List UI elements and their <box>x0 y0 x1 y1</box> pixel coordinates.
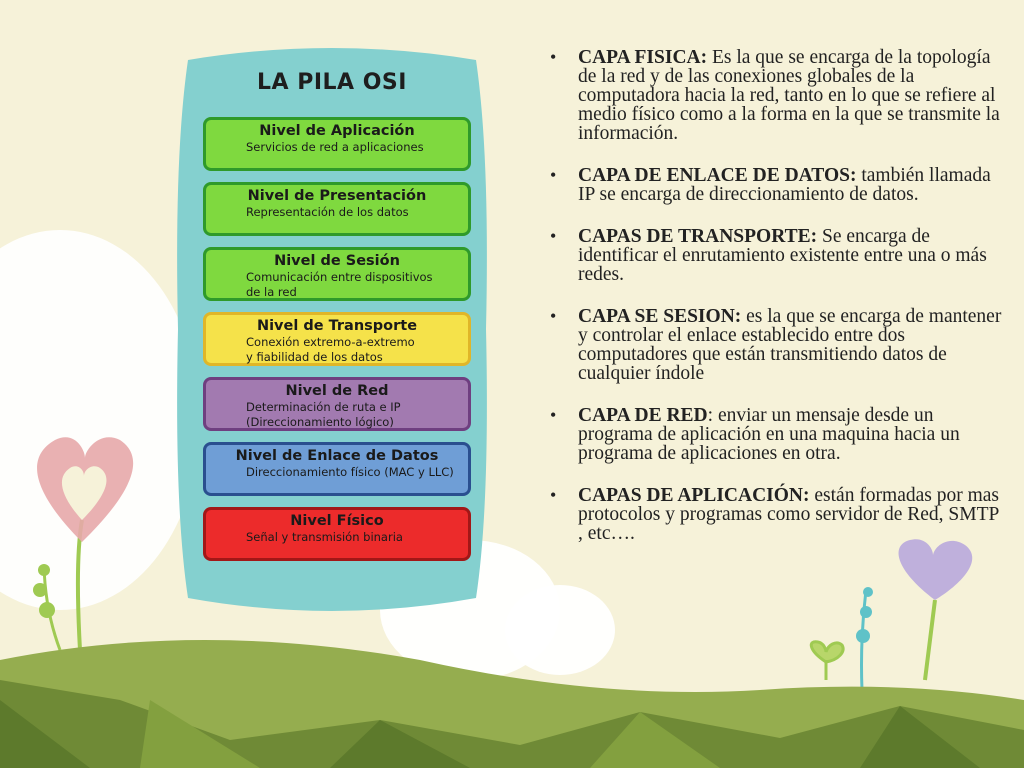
bullet-capa-red: • CAPA DE RED: enviar un mensaje desde un… <box>548 405 1008 464</box>
osi-layer-name: Nivel de Transporte <box>256 318 418 334</box>
osi-layer-name: Nivel de Sesión <box>274 253 400 269</box>
bullet-capas-transporte: • CAPAS DE TRANSPORTE: Se encarga de iden… <box>548 226 1008 285</box>
hill-front <box>0 680 1024 768</box>
bullet-dot: • <box>550 226 557 246</box>
cloud-left <box>0 230 200 610</box>
cloud-center-small <box>505 585 615 675</box>
osi-layer-description: Comunicación entre dispositivos <box>246 270 433 284</box>
bullet-text: también llamada IP se encarga de direcci… <box>578 165 991 205</box>
osi-layer-description: Conexión extremo-a-extremo <box>246 335 415 349</box>
osi-layer-description: Servicios de red a aplicaciones <box>246 140 424 154</box>
bullet-capas-aplicacion: • CAPAS DE APLICACIÓN: están formadas por… <box>548 485 1008 544</box>
bullet-title: CAPA FISICA: <box>578 47 708 68</box>
osi-stack-title: LA PILA OSI <box>257 70 407 95</box>
purple-heart-flower <box>898 539 973 600</box>
bullet-title: CAPAS DE TRANSPORTE: <box>578 226 818 247</box>
osi-layer-description: Determinación de ruta e IP <box>246 400 401 414</box>
bullet-dot: • <box>550 165 557 185</box>
osi-layer-description-line2: (Direccionamiento lógico) <box>246 415 394 429</box>
osi-layer-description: Representación de los datos <box>246 205 409 219</box>
osi-layer-name: Nivel Físico <box>290 513 384 529</box>
layer-descriptions-list: • CAPA FISICA: Es la que se encarga de la… <box>548 48 1008 566</box>
osi-layer-description: Direccionamiento físico (MAC y LLC) <box>246 465 454 479</box>
osi-layer-name: Nivel de Presentación <box>247 188 427 204</box>
bullet-capa-fisica: • CAPA FISICA: Es la que se encarga de la… <box>548 47 1008 144</box>
bullet-dot: • <box>550 485 557 505</box>
bullet-capa-sesion: • CAPA SE SESION: es la que se encarga de… <box>548 306 1008 384</box>
bullet-title: CAPAS DE APLICACIÓN: <box>578 485 810 506</box>
osi-layer-name: Nivel de Enlace de Datos <box>235 448 439 464</box>
osi-layer-name: Nivel de Aplicación <box>259 123 415 139</box>
bullet-text: están formadas por mas protocolos y prog… <box>578 485 1000 544</box>
bullet-text: Se encarga de identificar el enrutamient… <box>578 226 987 285</box>
bullet-text: es la que se encarga de mantener y contr… <box>578 306 1002 384</box>
bullet-title: CAPA DE RED <box>578 405 708 426</box>
bullet-dot: • <box>550 47 557 67</box>
osi-layer-description-line2: y fiabilidad de los datos <box>246 350 383 364</box>
bullet-title: CAPA SE SESION: <box>578 306 742 327</box>
bullet-capa-enlace: • CAPA DE ENLACE DE DATOS: también llamad… <box>548 165 1008 205</box>
bullet-dot: • <box>550 306 557 326</box>
osi-layer-description-line2: de la red <box>246 285 297 299</box>
bullet-dot: • <box>550 405 557 425</box>
bullet-text: : enviar un mensaje desde un programa de… <box>578 405 960 464</box>
bullet-title: CAPA DE ENLACE DE DATOS: <box>578 165 857 186</box>
bullet-text: Es la que se encarga de la topología de … <box>578 47 1000 144</box>
osi-layer-name: Nivel de Red <box>285 383 389 399</box>
osi-layer-description: Señal y transmisión binaria <box>246 530 403 544</box>
